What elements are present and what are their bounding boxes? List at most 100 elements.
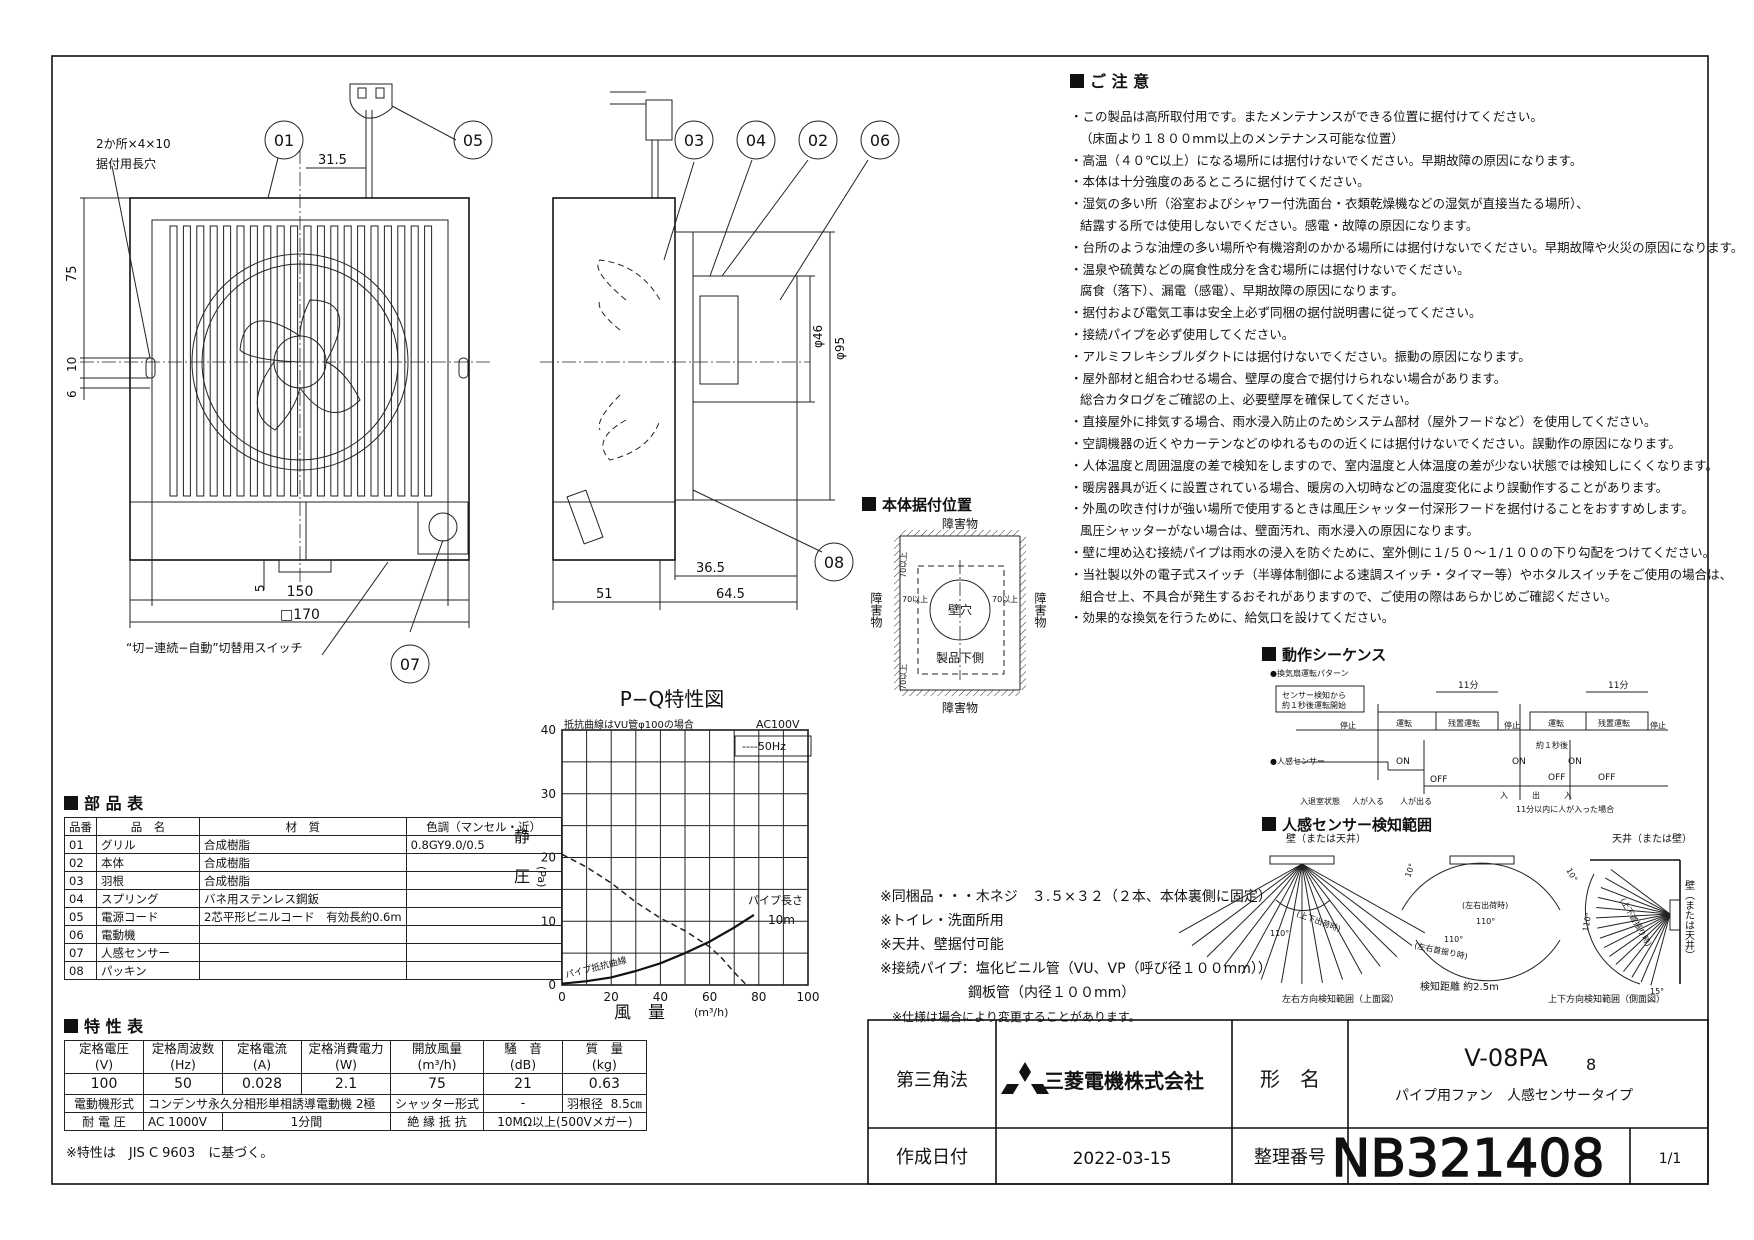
table-cell: 07: [64, 943, 97, 962]
sr-caption-ud: 上下方向検知範囲（側面図）: [1548, 993, 1665, 1005]
withstand-time: 1分間: [222, 1112, 391, 1131]
caution-line: 風圧シャッターがない場合は、壁面汚れ、雨水浸入の原因になります。: [1080, 523, 1479, 539]
tb-page: 1/1: [1659, 1151, 1682, 1167]
pq-xlabel-unit: (m³/h): [694, 1006, 728, 1019]
spec-table: 定格電圧(V)定格周波数(Hz)定格電流(A)定格消費電力(W)開放風量(m³/…: [64, 1040, 647, 1131]
accessory-line-4: ※接続パイプ：塩化ビニル管（VU、VP（呼び径１００mm））: [880, 961, 1272, 977]
pq-title: P−Q特性図: [620, 687, 725, 711]
pq-xlabel: 風 量: [614, 1003, 665, 1023]
dim-31-5: 31.5: [318, 153, 347, 168]
table-cell: 電動機: [96, 925, 200, 944]
seq-room-state: 入退室状態: [1300, 796, 1340, 806]
sr-angle-110-3: 110°: [1444, 935, 1463, 944]
sensor-ray: [1650, 913, 1671, 986]
dim-51: 51: [596, 587, 613, 602]
sensor-ray: [1191, 863, 1303, 946]
sr-angle-15: 15°: [1650, 987, 1664, 996]
seq-residual-1: 残置運転: [1448, 718, 1480, 728]
mount-d70-right: 70以上: [992, 595, 1018, 604]
caution-line: ・空調機器の近くやカーテンなどのゆれるものの近くには据付けないでください。誤動作…: [1070, 436, 1681, 451]
grille-bar: [223, 225, 232, 497]
switch-label: “切−連続−自動”切替用スイッチ: [126, 641, 303, 655]
sr-angle-110-2: 110°: [1476, 917, 1495, 926]
pq-series-resistance: [561, 913, 755, 985]
caution-line: ・外風の吹き付けが強い場所で使用するときは風圧シャッター付深形フードを据付けるこ…: [1070, 501, 1694, 517]
section-square-icon: [1262, 647, 1276, 661]
cautions-title: ご 注 意: [1070, 68, 1149, 92]
pq-series-50hz: [561, 853, 748, 986]
caution-line: ・暖房器具が近くに設置されている場合、暖房の入切時などの温度変化により誤動作する…: [1070, 479, 1669, 495]
spec-value-cell: 50: [143, 1073, 223, 1095]
caution-line: 総合カタログをご確認の上、必要壁厚を確保してください。: [1080, 392, 1417, 408]
mount-obstacle-bottom: 障害物: [942, 700, 978, 715]
grille-bar: [424, 225, 433, 497]
table-cell: 05: [64, 907, 97, 926]
sensor-ray: [1603, 913, 1671, 949]
table-cell: 03: [64, 871, 97, 890]
caution-line: （床面より１８００mm以上のメンテナンス可能な位置）: [1080, 130, 1404, 146]
table-cell: 02: [64, 853, 97, 872]
spec-value-cell: 0.028: [222, 1073, 302, 1095]
grille-bar: [316, 225, 325, 497]
parts-header-cell: 色調（マンセル・近）: [405, 817, 562, 836]
parts-header-cell: 品 名: [96, 817, 200, 836]
seq-pattern-label: ●換気扇運転パターン: [1270, 668, 1349, 678]
sr-angle-110-1: 110°: [1270, 929, 1289, 938]
grille-bar: [370, 225, 379, 497]
insulation-label: 絶 縁 抵 抗: [389, 1112, 485, 1131]
spec-value-cell: 100: [64, 1073, 144, 1095]
parts-header-cell: 品番: [64, 817, 97, 836]
sensor-ray: [1241, 863, 1303, 975]
sr-caption-lr: 左右方向検知範囲（上面図）: [1282, 993, 1399, 1005]
table-cell: 合成樹脂: [199, 871, 407, 890]
pq-pipe-length-label: パイプ長さ: [748, 894, 803, 907]
grille-bar: [290, 225, 299, 497]
section-square-icon: [64, 1019, 78, 1033]
mount-d70-left: 70以上: [902, 595, 928, 604]
blade-value: 8.5㎝: [610, 1097, 642, 1111]
table-cell: [199, 961, 407, 980]
front-view: [80, 83, 490, 656]
spec-header-cell: 騒 音(dB): [483, 1040, 564, 1074]
table-cell: スプリング: [96, 889, 200, 908]
spec-change-note: ※仕様は場合により変更することがあります。: [892, 1010, 1141, 1024]
sensor-ray: [1301, 863, 1363, 975]
sensor-ray: [1610, 869, 1671, 915]
spec-header-name: 質 量: [585, 1041, 624, 1056]
table-cell: [405, 925, 562, 944]
caution-line: ・据付および電気工事は安全上必ず同梱の据付説明書に従ってください。: [1070, 305, 1482, 321]
section-square-icon: [1070, 74, 1084, 88]
spec-header-unit: (A): [252, 1057, 272, 1072]
dim-6: 6: [65, 390, 79, 398]
spec-value-cell: 2.1: [301, 1073, 391, 1095]
seq-run-2: 運転: [1548, 719, 1564, 728]
section-square-icon: [1262, 817, 1276, 831]
tb-number-label: 整理番号: [1254, 1147, 1326, 1168]
seq-off-1: OFF: [1430, 775, 1447, 785]
pq-ytick: 0: [548, 978, 556, 992]
sensor-ray: [1615, 913, 1671, 965]
seq-one-sec: 約１秒後: [1536, 740, 1568, 750]
dim-5: 5: [253, 584, 267, 592]
pq-voltage: AC100V: [756, 718, 800, 731]
shutter-value: -: [483, 1094, 564, 1113]
spec-header-cell: 定格消費電力(W): [301, 1040, 391, 1074]
dim-mount-holes: 2か所×4×10: [96, 137, 171, 151]
pq-xtick: 0: [558, 990, 566, 1004]
callout-01: 01: [274, 131, 294, 150]
pq-xtick: 20: [604, 990, 619, 1004]
dim-10: 10: [65, 357, 79, 372]
grille-bar: [169, 225, 178, 497]
callout-08: 08: [824, 553, 844, 572]
sensor-ray: [1609, 913, 1671, 957]
caution-line: ・当社製以外の電子式スイッチ（半導体制御による速調スイッチ・タイマー等）やホタル…: [1070, 566, 1733, 582]
caution-line: ・壁に埋め込む接続パイプは雨水の浸入を防ぐために、室外側に１/５０～１/１００の…: [1070, 545, 1716, 560]
table-cell: [405, 907, 562, 926]
seq-sensor-note-1: センサー検知から: [1282, 690, 1346, 700]
callout-05: 05: [463, 131, 483, 150]
